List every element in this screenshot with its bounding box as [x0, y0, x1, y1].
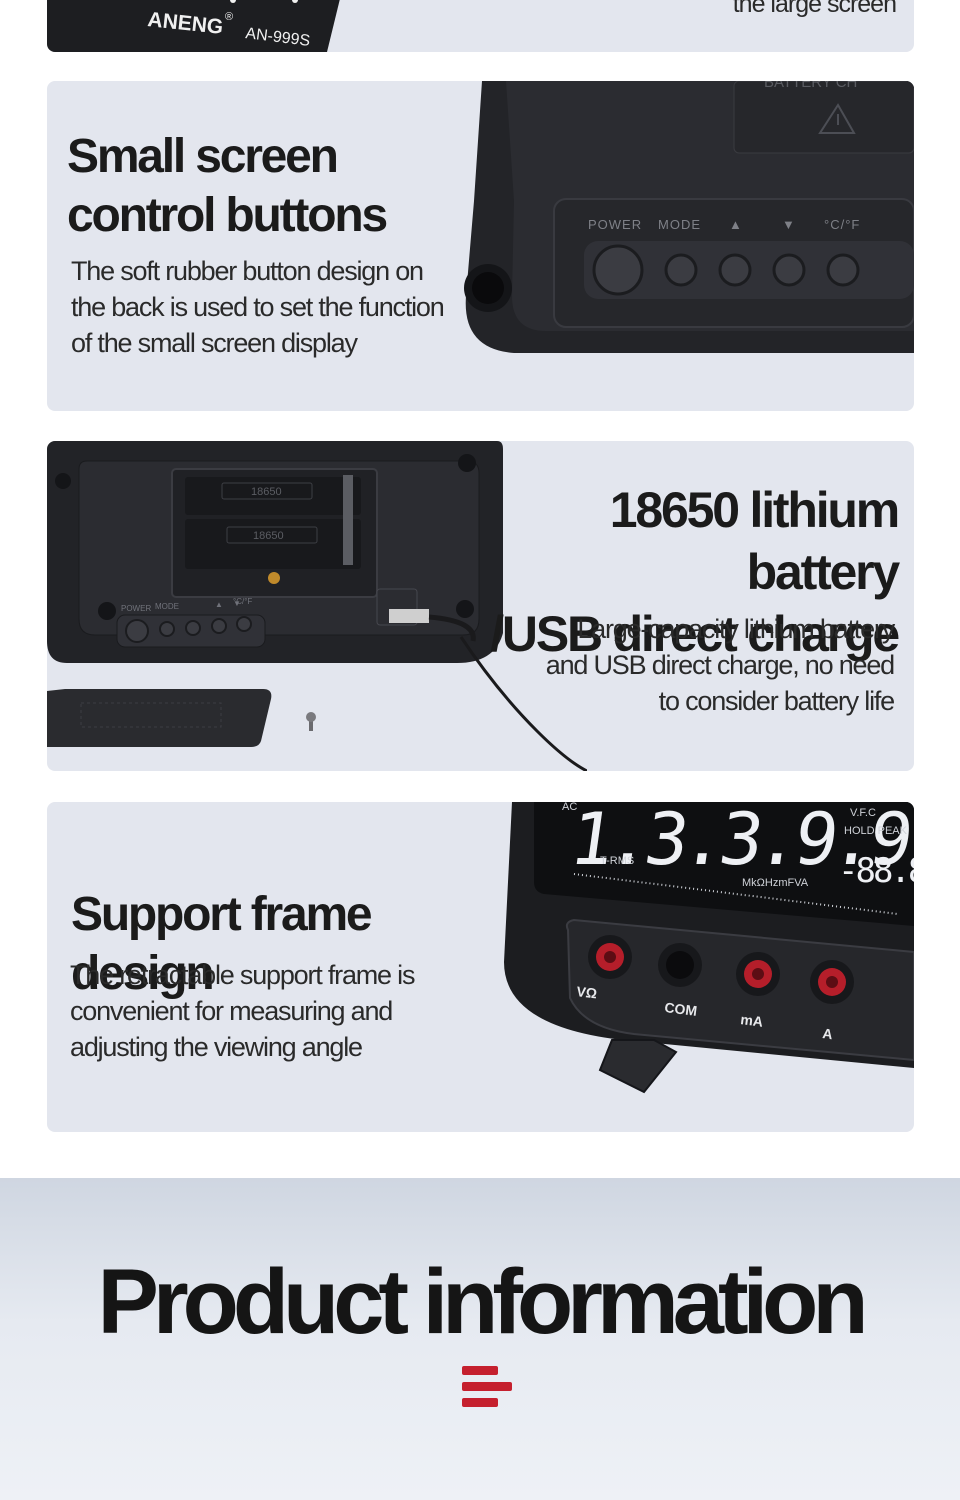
frame-desc-line2: convenient for measuring and	[70, 996, 393, 1026]
registered-mark: ®	[225, 11, 233, 23]
back-label-power: POWER	[121, 604, 151, 613]
back-label-down: ▼	[233, 599, 241, 608]
button-label-mode: MODE	[658, 217, 701, 232]
buttons-desc-line1: The soft rubber button design on	[71, 256, 424, 286]
back-label-mode: MODE	[155, 602, 179, 611]
battery-title: 18650 lithium battery /USB direct charge	[458, 479, 900, 665]
multimeter-jacks-image: AC 1.3.3.9.9 T-RMS V.F.C HOLD PEAK -88.8…	[504, 802, 914, 1094]
frame-description: The retractable support frame is conveni…	[70, 957, 490, 1065]
menu-lines-icon	[462, 1366, 512, 1407]
button-label-temp: °C/°F	[824, 217, 860, 232]
buttons-description: The soft rubber button design on the bac…	[71, 253, 491, 361]
display-units: MkΩHzmFVA	[742, 877, 809, 889]
top-feature-card: ANENG ® AN-999S the large screen	[47, 0, 914, 52]
power-button-graphic	[592, 244, 644, 296]
display-vfc: V.F.C	[850, 807, 876, 819]
jack-label-v: VΩ	[576, 983, 598, 1001]
feature-card-buttons: BATTERY CH POWER MODE ▲ ▼ °C/°F Small sc…	[47, 81, 914, 411]
battery-compartment-image: 18650 18650 POWER MODE ▲ ▼ °C/°F	[47, 441, 587, 771]
back-label-up: ▲	[215, 600, 223, 609]
button-label-up: ▲	[729, 217, 743, 232]
buttons-desc-line3: of the small screen display	[71, 328, 358, 358]
display-sub: -88.8	[838, 851, 914, 891]
jack-label-com: COM	[664, 999, 698, 1019]
button-label-power: POWER	[588, 217, 642, 232]
top-caption: the large screen	[732, 0, 897, 18]
display-hold: HOLD PEAK	[844, 825, 908, 837]
display-trms: T-RMS	[600, 855, 634, 867]
feature-card-battery: 18650 18650 POWER MODE ▲ ▼ °C/°F 18650 l…	[47, 441, 914, 771]
display-ac: AC	[562, 802, 577, 813]
frame-desc-line3: adjusting the viewing angle	[70, 1032, 363, 1062]
buttons-title-line1: Small screen	[67, 130, 339, 183]
battery-panel-label: BATTERY CH	[764, 81, 857, 91]
battery-desc-line1: Large-capacity lithium battery	[577, 614, 895, 644]
feature-card-frame: AC 1.3.3.9.9 T-RMS V.F.C HOLD PEAK -88.8…	[47, 802, 914, 1132]
jack-label-a: A	[822, 1025, 834, 1042]
battery-desc-line2: and USB direct charge, no need	[545, 650, 895, 680]
cell-label-bottom: 18650	[253, 530, 284, 542]
buttons-title: Small screen control buttons	[67, 128, 487, 245]
frame-desc-line1: The retractable support frame is	[70, 960, 415, 990]
device-back-buttons-image: BATTERY CH POWER MODE ▲ ▼ °C/°F	[464, 81, 914, 353]
buttons-desc-line2: the back is used to set the function	[71, 292, 445, 322]
multimeter-front-image: ANENG ® AN-999S	[47, 0, 340, 52]
button-label-down: ▼	[782, 217, 796, 232]
product-information-title: Product information	[97, 1251, 868, 1353]
buttons-title-line2: control buttons	[67, 188, 388, 242]
frame-title: Support frame design	[71, 888, 373, 1000]
display-main: 1.3.3.9.9	[565, 802, 914, 882]
battery-desc-line3: to consider battery life	[658, 686, 896, 716]
battery-description: Large-capacity lithium battery and USB d…	[474, 611, 896, 719]
product-information-section: Product information	[0, 1178, 960, 1500]
battery-title-line2: /USB direct charge	[490, 606, 900, 662]
cell-label-top: 18650	[251, 486, 282, 498]
battery-title-line1: 18650 lithium battery	[609, 482, 900, 600]
support-frame-graphic	[598, 1039, 678, 1094]
back-label-temp: °C/°F	[233, 597, 252, 606]
jack-label-ma: mA	[740, 1011, 764, 1030]
